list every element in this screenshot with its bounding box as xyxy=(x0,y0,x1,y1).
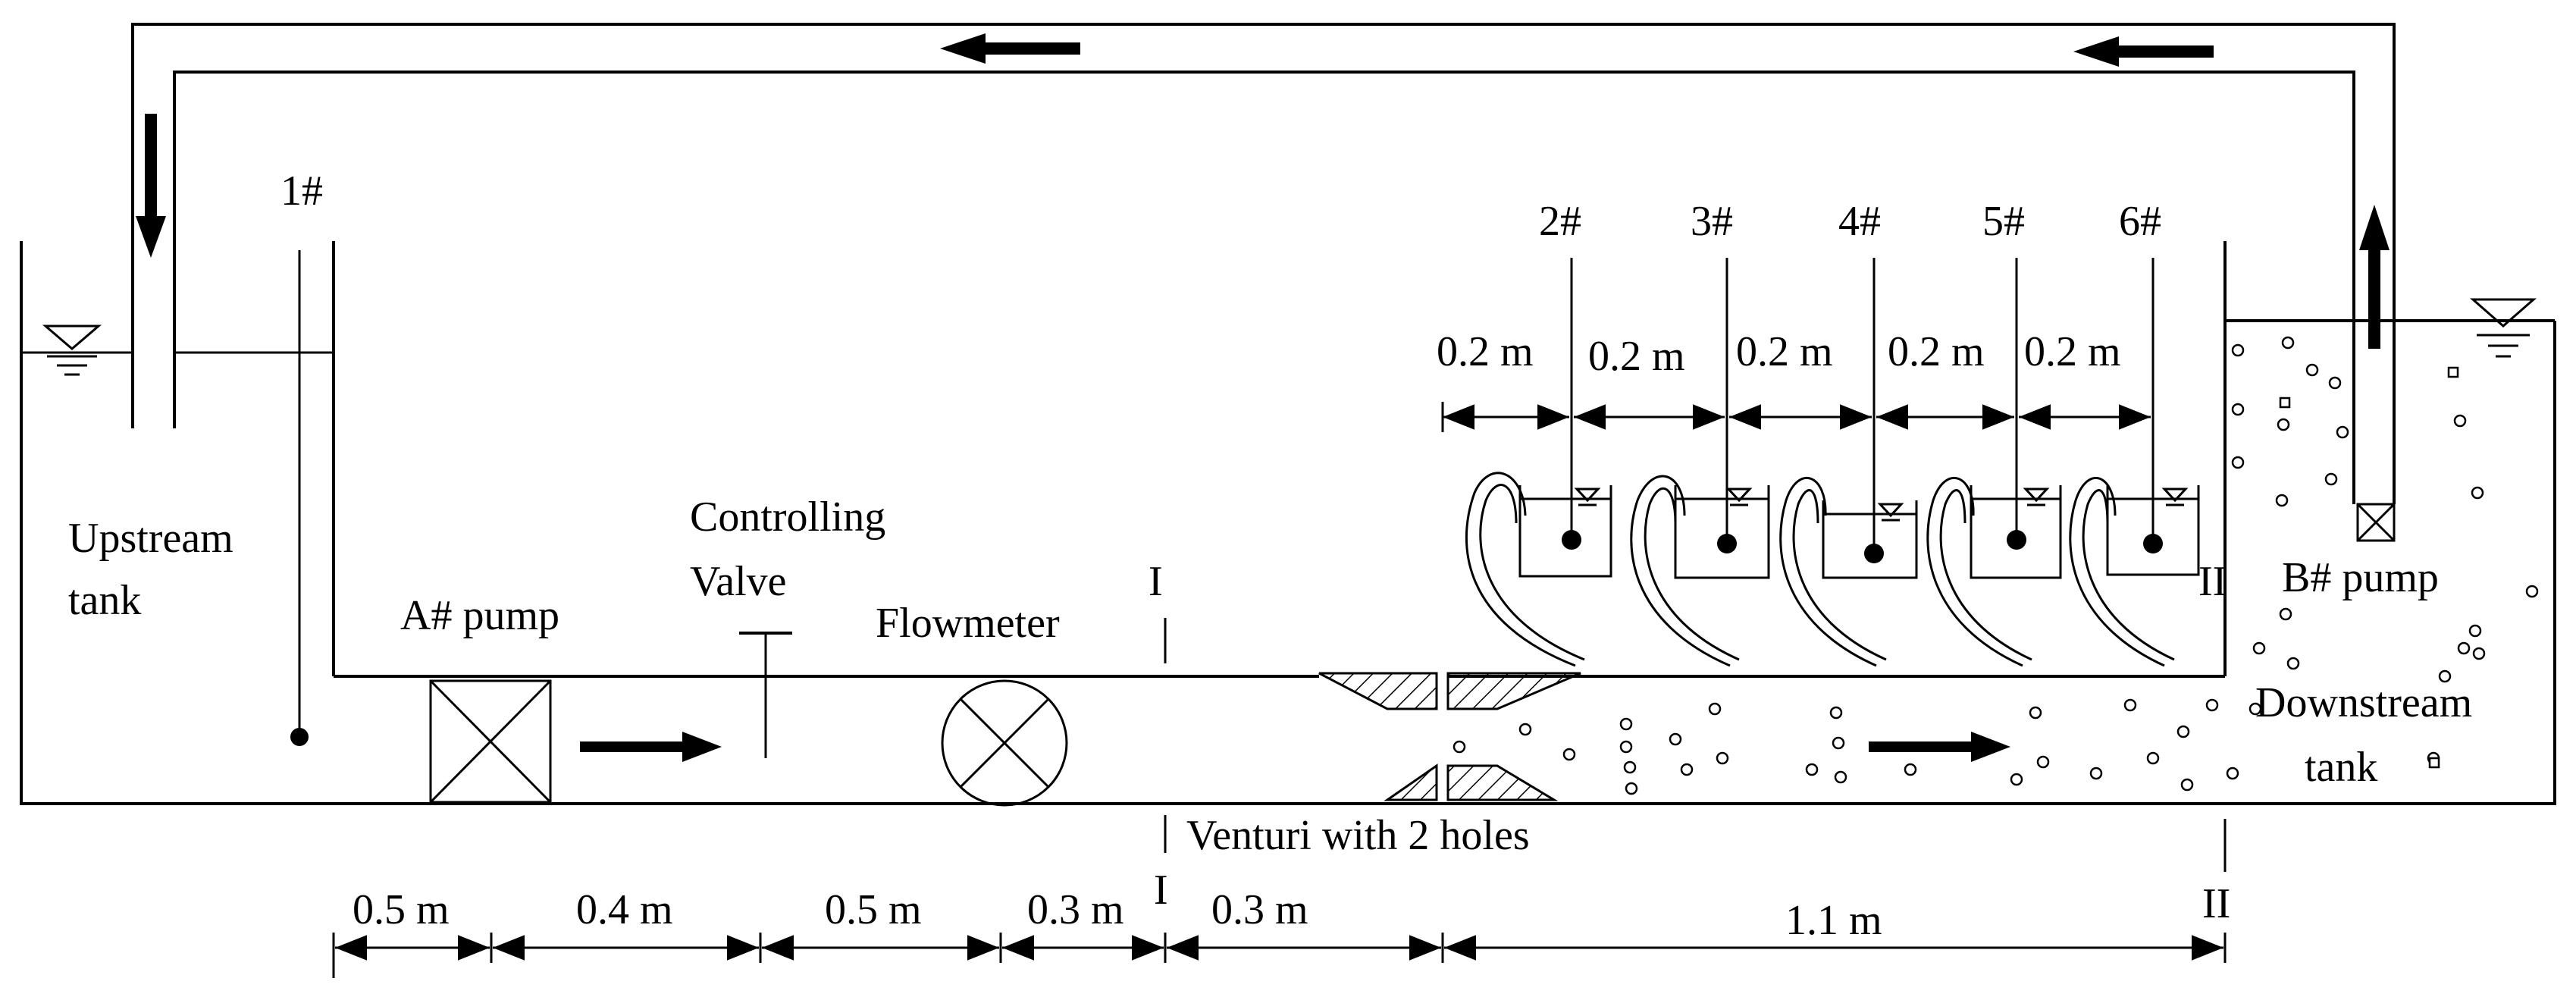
probe-label: 6# xyxy=(2119,198,2161,245)
flowmeter-icon xyxy=(941,679,1068,807)
section-1-label: I xyxy=(1154,867,1168,914)
return-pipe xyxy=(131,23,2396,504)
air-bubbles xyxy=(2231,336,2539,769)
dimension-label: 0.5 m xyxy=(353,886,450,933)
spacing-label: 0.2 m xyxy=(1437,328,1534,375)
upstream-tank xyxy=(20,241,2556,805)
bottom-dimension-line xyxy=(332,933,2227,978)
flow-arrow-icon xyxy=(2359,205,2390,349)
pump-icon xyxy=(2356,503,2396,542)
probe-label: 2# xyxy=(1539,198,1581,245)
probe-label: 5# xyxy=(1982,198,2025,245)
main-channel xyxy=(334,241,2555,678)
measurement-cup-6 xyxy=(2069,258,2200,667)
a-pump-label: A# pump xyxy=(400,592,559,639)
flow-arrow-icon xyxy=(940,33,1080,64)
flow-arrow-icon xyxy=(136,114,166,258)
water-level-icon xyxy=(1574,488,2189,522)
dimension-label: 0.3 m xyxy=(1027,886,1124,933)
upstream-tank-label: Upstream xyxy=(68,515,233,562)
controlling-valve-label: Controlling xyxy=(690,494,885,541)
dimension-label: 0.4 m xyxy=(576,886,673,933)
flowmeter-label: Flowmeter xyxy=(876,600,1060,647)
venturi-label: Venturi with 2 holes xyxy=(1186,812,1530,859)
measurement-cup-2 xyxy=(1465,258,1612,667)
spacing-label: 0.2 m xyxy=(1888,328,1985,375)
section-1-label: I xyxy=(1149,558,1163,605)
water-level-icon xyxy=(42,324,102,376)
downstream-tank-label: Downstream xyxy=(2255,679,2472,726)
top-dimension-line xyxy=(1441,402,2151,432)
dimension-label: 0.5 m xyxy=(825,886,922,933)
flow-arrow-icon xyxy=(2073,36,2214,67)
upstream-tank-label: tank xyxy=(68,577,141,624)
air-bubbles xyxy=(1453,698,2239,795)
measurement-cup-3 xyxy=(1630,258,1770,667)
dimension-label: 0.3 m xyxy=(1211,886,1308,933)
section-2-label: II xyxy=(2202,880,2230,927)
venturi xyxy=(1318,672,1581,801)
controlling-valve-label: Valve xyxy=(690,558,787,605)
spacing-label: 0.2 m xyxy=(1588,333,1685,380)
probe-label: 4# xyxy=(1838,198,1881,245)
downstream-tank-label: tank xyxy=(2305,744,2377,791)
valve-icon xyxy=(739,632,792,758)
dimension-label: 1.1 m xyxy=(1785,897,1882,944)
b-pump-label: B# pump xyxy=(2282,554,2439,601)
spacing-label: 0.2 m xyxy=(1736,328,1833,375)
probe-label: 3# xyxy=(1691,198,1733,245)
measurement-cup-5 xyxy=(1926,258,2062,667)
section-2-label: II xyxy=(2198,558,2227,605)
probe-label: 1# xyxy=(280,168,323,215)
probe-1 xyxy=(290,250,309,746)
pump-icon xyxy=(429,679,552,804)
water-level-icon xyxy=(2470,298,2537,358)
flow-arrow-icon xyxy=(1869,732,2010,762)
flow-arrow-icon xyxy=(580,732,722,762)
measurement-cup-4 xyxy=(1779,258,1918,667)
spacing-label: 0.2 m xyxy=(2024,328,2121,375)
